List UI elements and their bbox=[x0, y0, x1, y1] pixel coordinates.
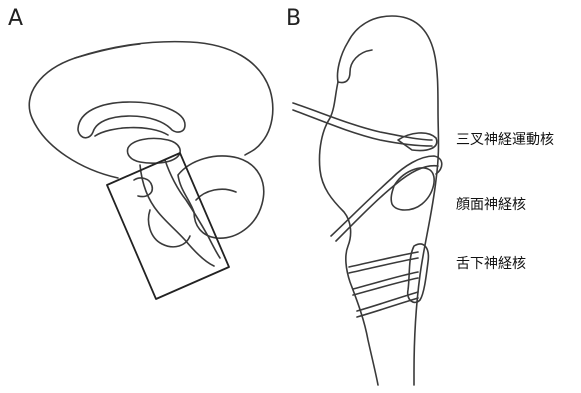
cerebellum bbox=[178, 156, 264, 238]
thalamus bbox=[128, 138, 181, 163]
panel-a-letter: A bbox=[8, 8, 23, 30]
brainstem-a bbox=[140, 160, 220, 266]
label-hypoglossal-nucleus: 舌下神経核 bbox=[456, 257, 526, 271]
panel-b-letter: B bbox=[286, 8, 301, 30]
corpus-callosum bbox=[78, 102, 185, 138]
label-trigeminal-motor-nucleus: 三叉神経運動核 bbox=[456, 133, 554, 147]
brainstem-b-outline bbox=[319, 16, 438, 385]
trigeminal-motor-nucleus-shape bbox=[398, 133, 437, 151]
region-box bbox=[107, 153, 229, 299]
fornix bbox=[95, 128, 168, 136]
cerebellum-fold bbox=[196, 189, 236, 200]
notch-b bbox=[338, 50, 372, 83]
pons-a bbox=[149, 210, 191, 247]
facial-nucleus-shape bbox=[391, 168, 434, 210]
label-facial-nucleus: 顔面神経核 bbox=[456, 198, 526, 212]
brain-upper-rim bbox=[75, 44, 140, 58]
